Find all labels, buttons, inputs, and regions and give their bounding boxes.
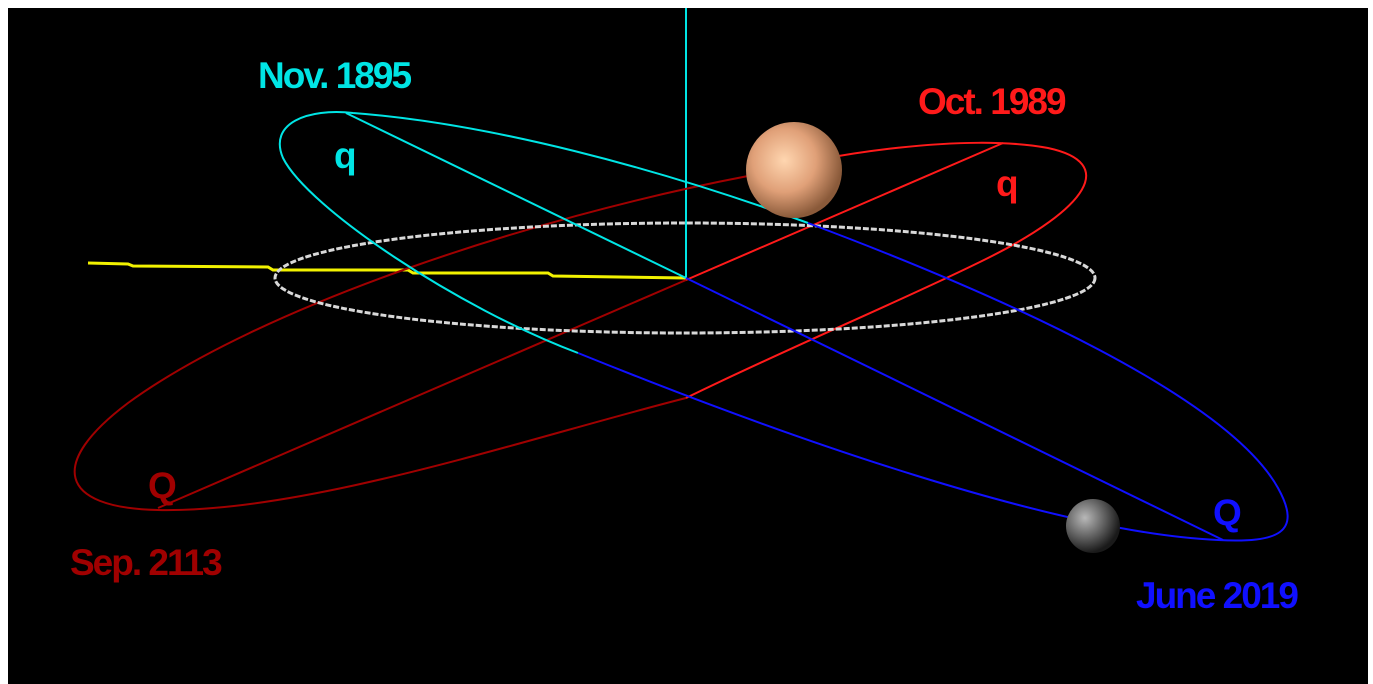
pluto-aphelion-date: June 2019 [1136, 575, 1298, 616]
comet-apsis-line-far [157, 279, 687, 509]
comet-orbit-near [685, 141, 1088, 399]
orbit-diagram: Nov. 1895 q Oct. 1989 q Q Sep. 2113 Q Ju… [8, 8, 1368, 684]
pluto-orbit-below [577, 222, 1289, 542]
pluto-aphelion-mark: Q [1213, 492, 1241, 533]
comet-aphelion-date: Sep. 2113 [70, 542, 222, 583]
ecliptic-orbit [273, 221, 1097, 335]
node-line [87, 261, 687, 280]
comet-perihelion-mark: q [996, 163, 1017, 204]
comet-apsis-line-near [685, 142, 1004, 281]
comet-orbit-far [73, 175, 749, 512]
pluto-orbit-above [278, 111, 809, 354]
pluto-apsis-line-near [345, 112, 687, 279]
orbit-canvas: Nov. 1895 q Oct. 1989 q Q Sep. 2113 Q Ju… [70, 8, 1300, 616]
pluto-perihelion-mark: q [334, 135, 355, 176]
comet-perihelion-date: Oct. 1989 [918, 81, 1066, 122]
peach-sphere [746, 122, 842, 218]
comet-aphelion-mark: Q [148, 465, 176, 506]
pluto-apsis-line-far [685, 277, 1224, 541]
pluto-perihelion-date: Nov. 1895 [258, 55, 411, 96]
gray-sphere [1066, 499, 1120, 553]
